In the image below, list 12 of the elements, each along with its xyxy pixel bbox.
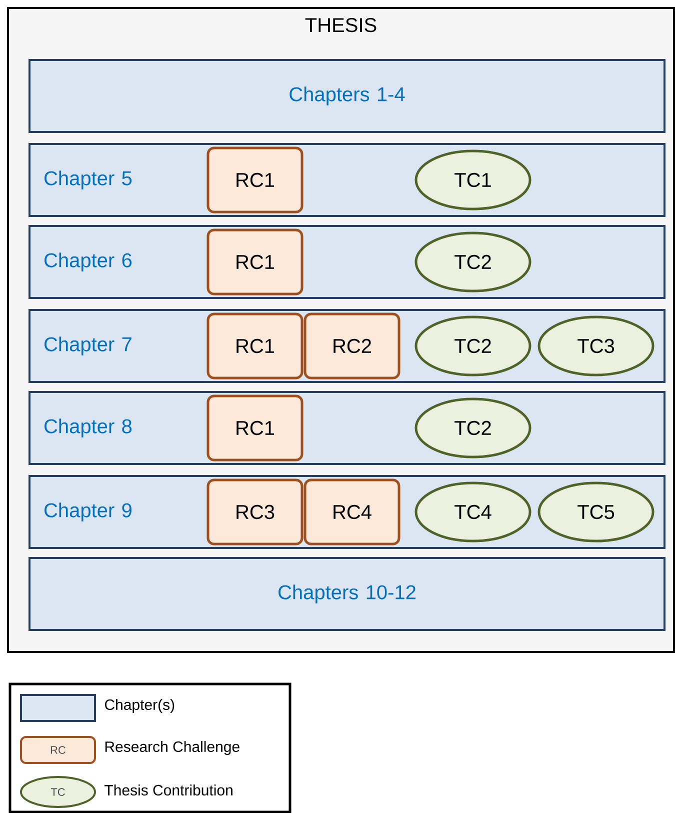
challenge-box: RC3 (206, 478, 304, 546)
challenge-box: RC1 (206, 146, 304, 214)
challenge-box: RC2 (304, 312, 400, 380)
legend-text: Research Challenge (105, 741, 240, 755)
legend-text: Chapter(s) (104, 699, 174, 713)
challenge-box: RC4 (304, 478, 400, 546)
legend-text: Thesis Contribution (104, 784, 232, 796)
challenge-box: RC1 (206, 228, 304, 296)
chapter-band: Chapters 1-4 (28, 59, 666, 133)
chapter-band: Chapters 10-12 (28, 557, 666, 631)
challenge-box: RC1 (206, 394, 304, 462)
challenge-box: RC1 (206, 312, 304, 380)
